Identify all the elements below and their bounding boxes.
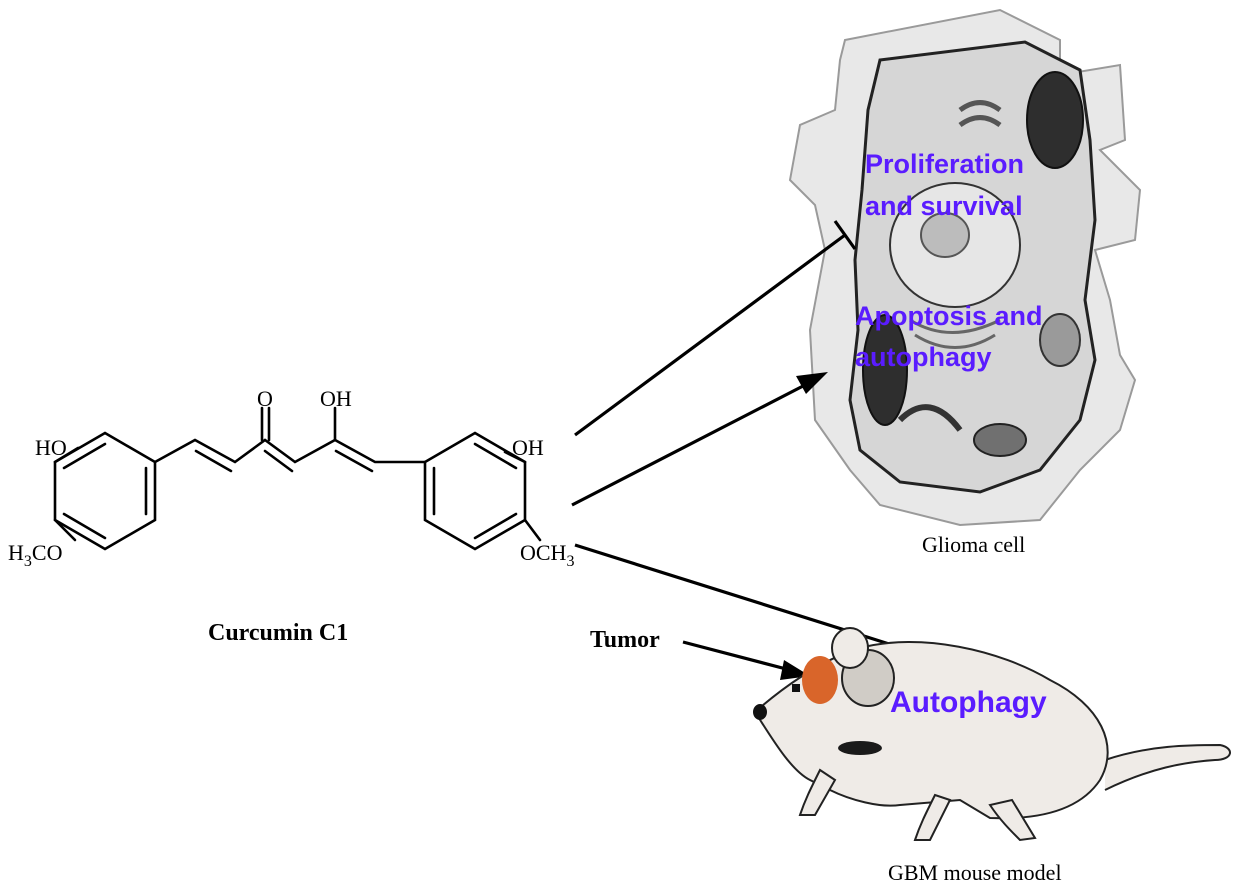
- golgi-icon: [897, 404, 963, 432]
- autophagy-mouse-label: Autophagy: [890, 686, 1047, 719]
- mouse-model-caption: GBM mouse model: [888, 860, 1062, 885]
- ketone-o-label: O: [257, 386, 273, 411]
- autophagy-cell-label: autophagy: [855, 342, 992, 372]
- connectors: [571, 220, 965, 680]
- enol-oh-label: OH: [320, 386, 352, 411]
- inhibition-bar: [833, 220, 857, 250]
- mitochondrion-left-icon: [862, 314, 908, 426]
- proliferation-label: Proliferation: [865, 149, 1024, 179]
- gbm-mouse-illustration: Tumor Autophagy GBM mouse model: [590, 627, 1231, 885]
- inhibition-line: [574, 233, 846, 437]
- tumor-pointer: [682, 640, 791, 672]
- left-methoxy-label: H3CO: [8, 540, 62, 570]
- tumor-label: Tumor: [590, 627, 660, 653]
- left-ho-label: HO: [35, 435, 67, 460]
- curcumin-structure: O OH HO H3CO OH OCH3 Curcumin C1: [8, 386, 574, 646]
- left-benzene-ring: [53, 431, 157, 551]
- heptadienone-chain: [153, 438, 427, 464]
- mitochondrion-top-icon: [1026, 71, 1084, 169]
- glioma-cell-illustration: Proliferation and survival Apoptosis and…: [788, 8, 1142, 557]
- mouse-tail: [1104, 743, 1231, 791]
- mouse-paw-icon: [838, 741, 882, 755]
- right-oh-label: OH: [512, 435, 544, 460]
- nucleolus: [920, 212, 970, 258]
- organelle-right-icon: [1039, 313, 1081, 367]
- molecule-name: Curcumin C1: [208, 620, 348, 646]
- mouse-arrow: [574, 543, 941, 662]
- right-methoxy-label: OCH3: [520, 540, 574, 570]
- tumor-marker: [802, 656, 838, 704]
- apoptosis-label: Apoptosis and: [855, 301, 1043, 331]
- glioma-cell-caption: Glioma cell: [922, 532, 1025, 557]
- vesicle-icon: [973, 423, 1027, 457]
- survival-label: and survival: [865, 191, 1023, 221]
- apoptosis-arrowhead: [796, 372, 828, 394]
- mouse-nose-icon: [753, 704, 767, 720]
- apoptosis-arrow: [571, 383, 806, 507]
- right-benzene-ring: [423, 431, 527, 551]
- mouse-eye-icon: [792, 684, 800, 692]
